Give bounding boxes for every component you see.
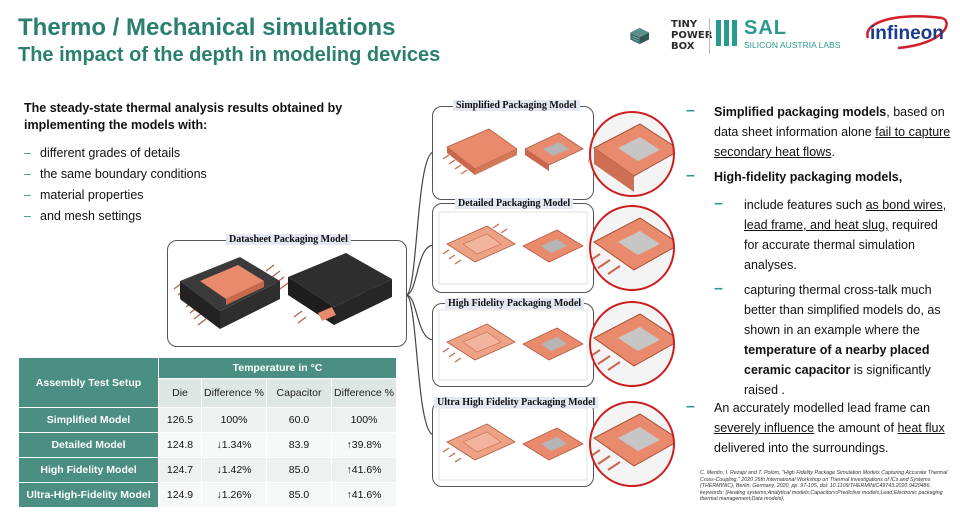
table-row: Detailed Model 124.8 ↓1.34% 83.9 ↑39.8% xyxy=(18,432,397,458)
infineon-logo: infineon xyxy=(866,14,948,50)
sal-logo-icon xyxy=(716,20,737,46)
col-capacitor: Capacitor xyxy=(266,378,332,408)
list-item: the same boundary conditions xyxy=(24,164,207,185)
tiny-power-box-logo xyxy=(630,27,649,45)
datasheet-model-label: Datasheet Packaging Model xyxy=(226,234,351,245)
bullet-dash: – xyxy=(686,102,695,119)
logo-divider xyxy=(709,18,710,54)
detailed-package-image xyxy=(438,211,588,285)
page-subtitle: The impact of the depth in modeling devi… xyxy=(18,44,441,66)
detailed-model-label: Detailed Packaging Model xyxy=(455,198,574,209)
list-item: different grades of details xyxy=(24,143,207,164)
col-difference: Difference % xyxy=(201,378,267,408)
features-paragraph: include features such as bond wires, lea… xyxy=(744,198,947,272)
ultra-high-fidelity-model-panel xyxy=(432,401,594,487)
zoom-detail-circles xyxy=(587,111,675,487)
table-row: High Fidelity Model 124.7 ↓1.42% 85.0 ↑4… xyxy=(18,457,397,483)
ultra-high-fidelity-package-image xyxy=(438,407,588,481)
datasheet-model-panel xyxy=(167,240,407,347)
high-fidelity-model-panel xyxy=(432,303,594,387)
detailed-model-panel xyxy=(432,203,594,293)
lead-frame-paragraph: An accurately modelled lead frame can se… xyxy=(714,401,945,455)
high-fidelity-model-label: High Fidelity Packaging Model xyxy=(445,298,585,309)
table-header-setup: Assembly Test Setup xyxy=(18,357,159,408)
intro-text: The steady-state thermal analysis result… xyxy=(24,101,343,132)
reference-citation: C. Mentin, I. Rezapi and T. Polom, "High… xyxy=(700,470,948,503)
bullet-dash: – xyxy=(714,280,723,297)
simplified-models-paragraph: Simplified packaging models, based on da… xyxy=(714,105,951,159)
tiny-power-box-text: TINY POWER BOX xyxy=(671,19,713,52)
table-header-temperature: Temperature in °C xyxy=(158,357,397,379)
datasheet-package-image xyxy=(173,253,392,329)
ultra-high-fidelity-model-label: Ultra High Fidelity Packaging Model xyxy=(434,397,599,408)
table-row: Simplified Model 126.5 100% 60.0 100% xyxy=(18,407,397,433)
col-die: Die xyxy=(158,378,202,408)
col-difference: Difference % xyxy=(331,378,397,408)
table-row: Ultra-High-Fidelity Model 124.9 ↓1.26% 8… xyxy=(18,482,397,508)
connector-lines xyxy=(405,151,435,436)
bullet-dash: – xyxy=(714,195,723,212)
bullet-list: different grades of details the same bou… xyxy=(24,143,207,227)
sal-logo-text: SAL xyxy=(744,17,787,39)
sal-logo-subtext: SILICON AUSTRIA LABS xyxy=(744,40,841,50)
simplified-package-image xyxy=(442,128,584,175)
high-fidelity-models-heading: High-fidelity packaging models, xyxy=(714,170,903,184)
simplified-model-label: Simplified Packaging Model xyxy=(453,100,580,111)
page-title: Thermo / Mechanical simulations xyxy=(18,14,396,41)
high-fidelity-package-image xyxy=(438,309,588,381)
temperature-table: Assembly Test Setup Temperature in °C Di… xyxy=(18,357,397,508)
simplified-model-panel xyxy=(432,106,594,200)
svg-text:infineon: infineon xyxy=(870,23,944,44)
bullet-dash: – xyxy=(686,167,695,184)
cross-talk-paragraph: capturing thermal cross-talk much better… xyxy=(744,283,941,397)
list-item: and mesh settings xyxy=(24,206,207,227)
bullet-dash: – xyxy=(686,398,695,415)
list-item: material properties xyxy=(24,185,207,206)
